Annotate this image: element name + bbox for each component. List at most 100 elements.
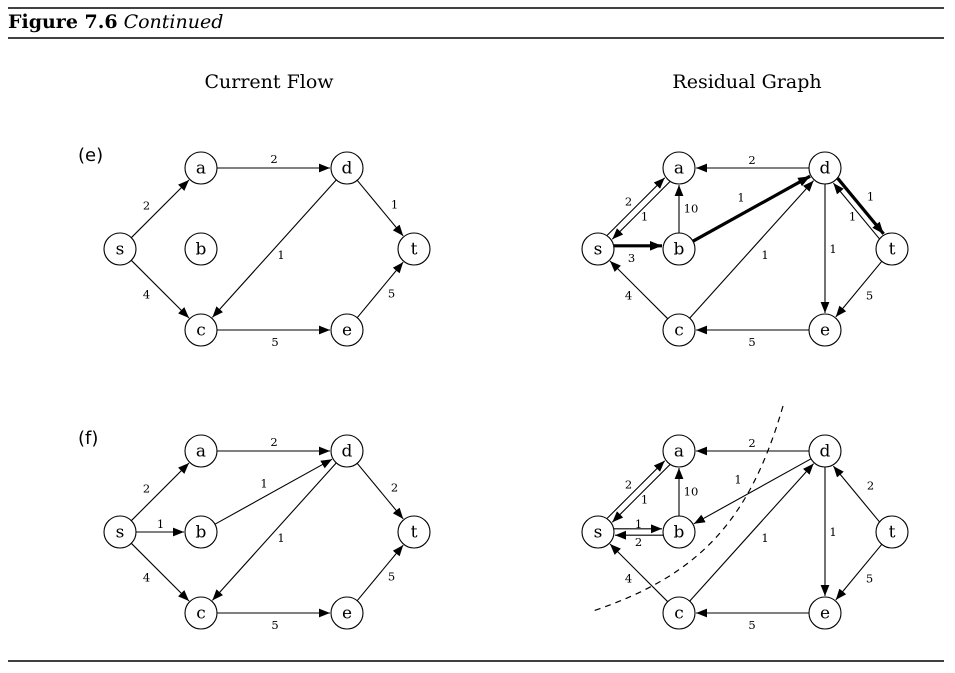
node-label-b-f-flow: b (196, 523, 207, 543)
edge-label-s-b-e-residual: 3 (628, 251, 635, 265)
edge-d-to-t-e-residual (836, 177, 885, 235)
edge-label-b-a-e-residual: 10 (684, 202, 699, 216)
edge-label-c-d-f-residual: 1 (761, 531, 768, 545)
node-label-e-e-flow: e (342, 321, 352, 341)
node-c-e-residual (662, 313, 696, 347)
edge-t-to-d-f-residual (832, 465, 880, 523)
figure-note: Continued (124, 11, 224, 33)
edge-e-to-t-f-flow (356, 544, 404, 602)
node-label-t-e-flow: t (411, 240, 418, 260)
edge-d-to-t-e-flow (356, 179, 404, 237)
edge-e-to-t-e-flow (356, 261, 404, 319)
edge-label-d-t-f-flow: 2 (391, 481, 398, 495)
edge-label-b-d-e-residual: 1 (737, 191, 744, 205)
node-label-d-f-flow: d (342, 442, 353, 462)
edge-d-to-b-f-residual (693, 458, 812, 525)
node-e-f-flow (330, 596, 364, 630)
edge-label-b-a-f-residual: 10 (684, 485, 699, 499)
node-e-e-flow (330, 313, 364, 347)
edge-label-a-s-f-residual: 2 (625, 478, 632, 492)
edge-label-c-e-f-flow: 5 (271, 618, 278, 632)
node-b-f-flow (184, 515, 218, 549)
figure-header: Figure 7.6 Continued (8, 11, 223, 33)
node-label-a-e-flow: a (196, 159, 206, 179)
node-s-e-flow (103, 232, 137, 266)
edge-c-to-s-f-residual (609, 543, 669, 603)
column-title-residual-graph: Residual Graph (672, 71, 821, 93)
edge-s-to-a-e-residual (606, 177, 666, 236)
node-label-s-e-flow: s (116, 240, 125, 260)
node-b-e-residual (662, 232, 696, 266)
edge-label-a-d-f-flow: 2 (270, 435, 277, 449)
edge-label-s-c-f-flow: 4 (143, 571, 150, 585)
node-label-s-f-flow: s (116, 523, 125, 543)
node-label-d-f-residual: d (820, 442, 831, 462)
edge-label-s-a-e-flow: 2 (143, 199, 150, 213)
figure-number: Figure 7.6 (8, 11, 118, 33)
node-label-a-f-residual: a (674, 442, 684, 462)
edge-label-s-c-e-flow: 4 (143, 288, 150, 302)
node-label-c-e-flow: c (196, 321, 206, 341)
edge-c-to-d-f-residual (689, 463, 815, 602)
edge-label-c-s-e-residual: 4 (625, 289, 632, 303)
edge-label-s-b-f-residual: 2 (635, 535, 642, 549)
node-label-s-e-residual: s (594, 240, 603, 260)
node-label-c-e-residual: c (674, 321, 684, 341)
node-label-c-f-residual: c (674, 604, 684, 624)
node-e-f-residual (808, 596, 842, 630)
node-d-e-flow (330, 151, 364, 185)
node-t-e-residual (875, 232, 909, 266)
edge-label-a-d-e-flow: 2 (270, 152, 277, 166)
node-d-f-flow (330, 434, 364, 468)
node-label-a-e-residual: a (674, 159, 684, 179)
node-label-b-f-residual: b (674, 523, 685, 543)
edge-a-to-s-e-residual (611, 181, 671, 240)
node-t-f-flow (397, 515, 431, 549)
edge-d-to-c-e-flow (211, 179, 337, 318)
node-c-f-flow (184, 596, 218, 630)
edge-label-d-c-f-flow: 1 (277, 531, 284, 545)
node-s-e-residual (581, 232, 615, 266)
edge-label-e-t-f-flow: 5 (388, 570, 395, 584)
node-t-e-flow (397, 232, 431, 266)
node-a-e-residual (662, 151, 696, 185)
edge-label-s-a-e-residual: 1 (641, 210, 648, 224)
edge-label-t-e-f-residual: 5 (866, 572, 873, 586)
edge-label-t-d-f-residual: 2 (867, 479, 874, 493)
edge-label-b-d-f-flow: 1 (260, 477, 267, 491)
edge-label-a-s-e-residual: 2 (625, 195, 632, 209)
node-b-f-residual (662, 515, 696, 549)
node-label-t-f-flow: t (411, 523, 418, 543)
edge-label-d-e-e-residual: 1 (829, 242, 836, 256)
edge-s-to-c-e-flow (130, 259, 190, 319)
panel-label-f: (f) (78, 428, 98, 449)
node-a-e-flow (184, 151, 218, 185)
node-b-e-flow (184, 232, 218, 266)
edge-t-to-e-e-residual (835, 260, 883, 318)
edge-label-s-a-f-flow: 2 (143, 482, 150, 496)
edge-d-to-c-f-flow (211, 462, 337, 601)
column-title-current-flow: Current Flow (204, 71, 334, 93)
node-c-e-flow (184, 313, 218, 347)
edge-label-d-c-e-flow: 1 (277, 248, 284, 262)
edge-d-to-t-f-flow (356, 462, 404, 520)
node-s-f-residual (581, 515, 615, 549)
edge-s-to-a-e-flow (130, 179, 190, 239)
edge-label-t-e-e-residual: 5 (866, 289, 873, 303)
edge-b-to-d-e-residual (692, 174, 811, 243)
edge-label-c-s-f-residual: 4 (625, 572, 632, 586)
node-label-b-e-flow: b (196, 240, 207, 260)
node-a-f-residual (662, 434, 696, 468)
edge-label-t-d-e-residual: 1 (849, 210, 856, 224)
edge-t-to-d-e-residual (832, 182, 880, 240)
edge-t-to-e-f-residual (835, 543, 883, 601)
node-a-f-flow (184, 434, 218, 468)
edge-s-to-c-f-flow (130, 542, 190, 602)
edge-c-to-d-e-residual (689, 180, 815, 319)
edge-label-d-t-e-residual: 1 (867, 190, 874, 204)
edge-label-e-c-f-residual: 5 (748, 618, 755, 632)
